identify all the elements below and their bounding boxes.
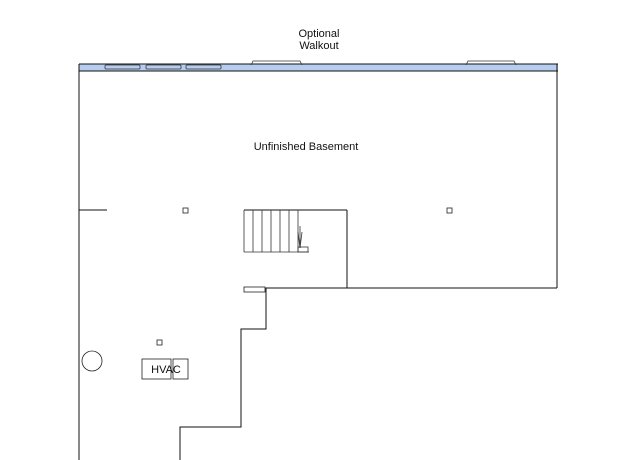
opening-marker [243,286,266,293]
window-3 [185,64,222,70]
foundation-step-wall [179,287,557,460]
support-post-2 [446,207,453,214]
support-post-1 [182,207,189,214]
staircase [243,210,309,253]
walkout-door-2 [465,60,517,66]
walkout-wall-band [79,64,558,71]
hvac-aux-unit [172,358,189,380]
support-post-3 [156,339,163,346]
hvac-label: HVAC [151,364,181,376]
room-label: Unfinished Basement [254,141,359,153]
walkout-label-line2: Walkout [299,40,338,52]
window-2 [145,64,182,70]
window-1 [104,64,141,70]
water-heater-icon [81,350,103,372]
walkout-label-line1: Optional [299,28,340,40]
hvac-unit [141,358,172,380]
walkout-door-1 [250,60,303,66]
